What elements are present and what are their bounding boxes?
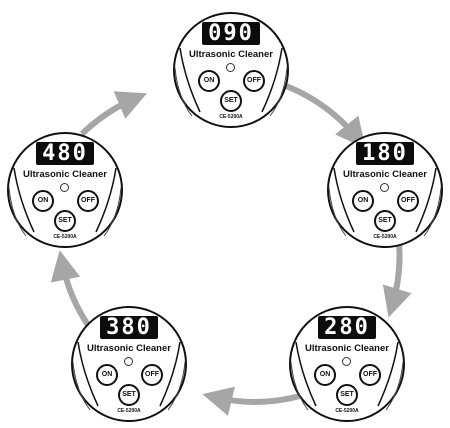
on-button[interactable]: ON bbox=[352, 190, 374, 212]
model-label: CE-5200A bbox=[53, 234, 77, 240]
on-button[interactable]: ON bbox=[198, 70, 220, 92]
model-label: CE-5200A bbox=[219, 114, 243, 120]
model-label: CE-5200A bbox=[373, 234, 397, 240]
set-button[interactable]: SET bbox=[220, 90, 242, 112]
arrow-480-to-090 bbox=[79, 91, 148, 137]
timer-display: 480 bbox=[36, 142, 94, 165]
device-panel-380: 380 Ultrasonic Cleaner ON OFF SET CE-520… bbox=[70, 302, 196, 428]
off-button[interactable]: OFF bbox=[141, 364, 163, 386]
off-button[interactable]: OFF bbox=[243, 70, 265, 92]
device-title: Ultrasonic Cleaner bbox=[343, 169, 427, 180]
device-title: Ultrasonic Cleaner bbox=[305, 343, 389, 354]
set-button[interactable]: SET bbox=[374, 210, 396, 232]
off-button[interactable]: OFF bbox=[77, 190, 99, 212]
set-button[interactable]: SET bbox=[54, 210, 76, 232]
on-button[interactable]: ON bbox=[96, 364, 118, 386]
indicator-light bbox=[60, 183, 69, 192]
timer-display: 280 bbox=[318, 316, 376, 339]
indicator-light bbox=[342, 357, 351, 366]
indicator-light bbox=[380, 183, 389, 192]
device-title: Ultrasonic Cleaner bbox=[189, 49, 273, 60]
set-button[interactable]: SET bbox=[336, 384, 358, 406]
model-label: CE-5200A bbox=[335, 408, 359, 414]
indicator-light bbox=[226, 63, 235, 72]
off-button[interactable]: OFF bbox=[397, 190, 419, 212]
device-panel-090: 090 Ultrasonic Cleaner ON OFF SET CE-520… bbox=[172, 8, 298, 134]
on-button[interactable]: ON bbox=[314, 364, 336, 386]
set-button[interactable]: SET bbox=[118, 384, 140, 406]
arrow-380-to-480 bbox=[50, 250, 93, 330]
device-title: Ultrasonic Cleaner bbox=[23, 169, 107, 180]
model-label: CE-5200A bbox=[117, 408, 141, 414]
arrow-280-to-380 bbox=[202, 386, 301, 416]
device-title: Ultrasonic Cleaner bbox=[87, 343, 171, 354]
indicator-light bbox=[124, 357, 133, 366]
device-panel-280: 280 Ultrasonic Cleaner ON OFF SET CE-520… bbox=[288, 302, 414, 428]
off-button[interactable]: OFF bbox=[359, 364, 381, 386]
device-panel-180: 180 Ultrasonic Cleaner ON OFF SET CE-520… bbox=[326, 128, 450, 254]
device-panel-480: 480 Ultrasonic Cleaner ON OFF SET CE-520… bbox=[6, 128, 132, 254]
on-button[interactable]: ON bbox=[32, 190, 54, 212]
timer-display: 380 bbox=[100, 316, 158, 339]
timer-display: 180 bbox=[356, 142, 414, 165]
timer-display: 090 bbox=[202, 22, 260, 45]
